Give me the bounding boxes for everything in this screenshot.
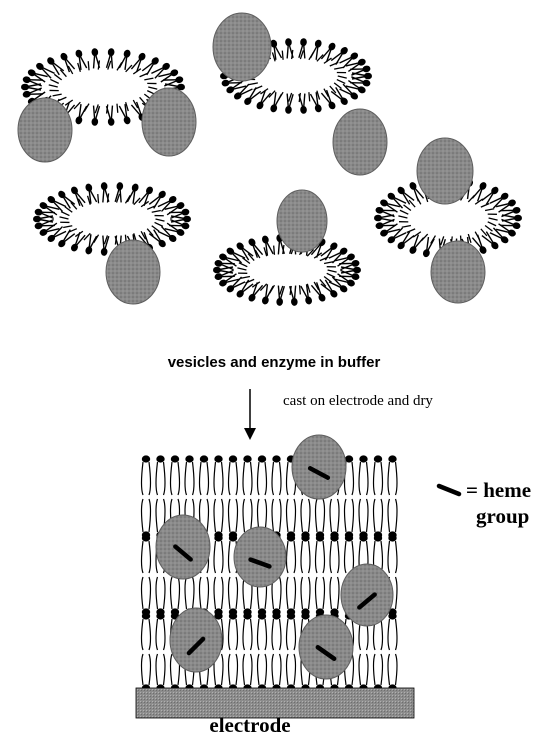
lipid-head (100, 247, 107, 256)
lipid-head (351, 273, 360, 281)
enzyme (417, 138, 473, 204)
vesicle (33, 182, 191, 256)
lipid-head (362, 79, 371, 87)
lipid-head (213, 267, 221, 274)
lipid-head (490, 185, 500, 195)
lipid-head (285, 38, 292, 47)
step-label: cast on electrode and dry (283, 393, 433, 410)
lipid-head (314, 104, 323, 114)
embedded-enzyme (292, 435, 346, 499)
lipid-head (157, 238, 167, 248)
lipid-head (375, 206, 384, 214)
lipid-head (221, 79, 230, 87)
lipid-head (34, 222, 43, 230)
lipid-head (214, 273, 223, 281)
legend-line-2: group (466, 503, 546, 529)
caption-vesicles: vesicles and enzyme in buffer (0, 354, 548, 371)
legend-line-1: = heme (466, 477, 546, 503)
lipid-head (300, 105, 307, 114)
lipid-head (123, 115, 132, 125)
lipid-head (57, 238, 67, 248)
lipid-head (314, 39, 323, 49)
lipid-head (300, 38, 307, 47)
lipid-head (339, 46, 349, 56)
enzyme (18, 98, 72, 162)
lipid-head (75, 49, 84, 59)
lipid-head (243, 96, 253, 106)
lipid-head (269, 104, 278, 114)
lipid-head (235, 241, 245, 251)
lipid-head (339, 96, 349, 106)
enzyme (142, 88, 196, 156)
vesicle-group (18, 13, 522, 306)
lipid-head (175, 76, 184, 84)
heme-legend: = heme group (466, 477, 546, 529)
lipid-head (214, 259, 223, 267)
lipid-head (362, 65, 371, 73)
lipid-head (304, 296, 313, 306)
lipid-head (364, 73, 372, 80)
enzyme (431, 241, 485, 303)
lipid-head (181, 208, 190, 216)
membrane-stack (142, 435, 398, 692)
lipid-head (291, 298, 298, 307)
step-arrow (244, 389, 256, 440)
lipid-head (514, 215, 522, 222)
lipid-head (261, 235, 270, 245)
lipid-head (183, 216, 191, 223)
embedded-enzyme (341, 564, 393, 626)
lipid-head (57, 189, 67, 199)
enzyme (277, 190, 327, 252)
lipid-head (84, 246, 93, 256)
lipid-head (107, 48, 114, 57)
lipid-head (329, 241, 339, 251)
lipid-head (91, 117, 98, 126)
lipid-head (235, 289, 245, 299)
lipid-head (33, 216, 41, 223)
lipid-head (490, 240, 500, 250)
lipid-head (374, 215, 382, 222)
lipid-head (123, 49, 132, 59)
lipid-head (75, 115, 84, 125)
lipid-head (100, 182, 107, 191)
embedded-enzyme (299, 615, 353, 679)
lipid-head (150, 56, 160, 66)
lipid-head (21, 84, 29, 91)
embedded-enzyme (156, 515, 210, 579)
lipid-head (181, 222, 190, 230)
heme-legend-icon (439, 486, 459, 494)
lipid-head (396, 240, 406, 250)
lipid-head (177, 84, 185, 91)
lipid-head (353, 267, 361, 274)
lipid-head (91, 48, 98, 57)
lipid-head (22, 76, 31, 84)
lipid-head (512, 206, 521, 214)
lipid-head (512, 222, 521, 230)
lipid-head (396, 185, 406, 195)
lipid-head (22, 90, 31, 98)
lipid-head (107, 117, 114, 126)
enzyme (333, 109, 387, 175)
lipid-head (261, 296, 270, 306)
lipid-head (285, 105, 292, 114)
lipid-head (34, 208, 43, 216)
lipid-head (422, 248, 431, 258)
embedded-enzyme (234, 527, 286, 587)
enzyme (213, 13, 271, 81)
lipid-head (276, 298, 283, 307)
lipid-head (157, 189, 167, 199)
lipid-head (351, 259, 360, 267)
lipid-head (375, 222, 384, 230)
lipid-head (131, 183, 140, 193)
lipid-head (84, 183, 93, 193)
embedded-enzyme (170, 608, 222, 672)
electrode-label: electrode (150, 713, 350, 738)
enzyme (106, 240, 160, 304)
lipid-head (329, 289, 339, 299)
lipid-head (46, 56, 56, 66)
lipid-head (116, 182, 123, 191)
